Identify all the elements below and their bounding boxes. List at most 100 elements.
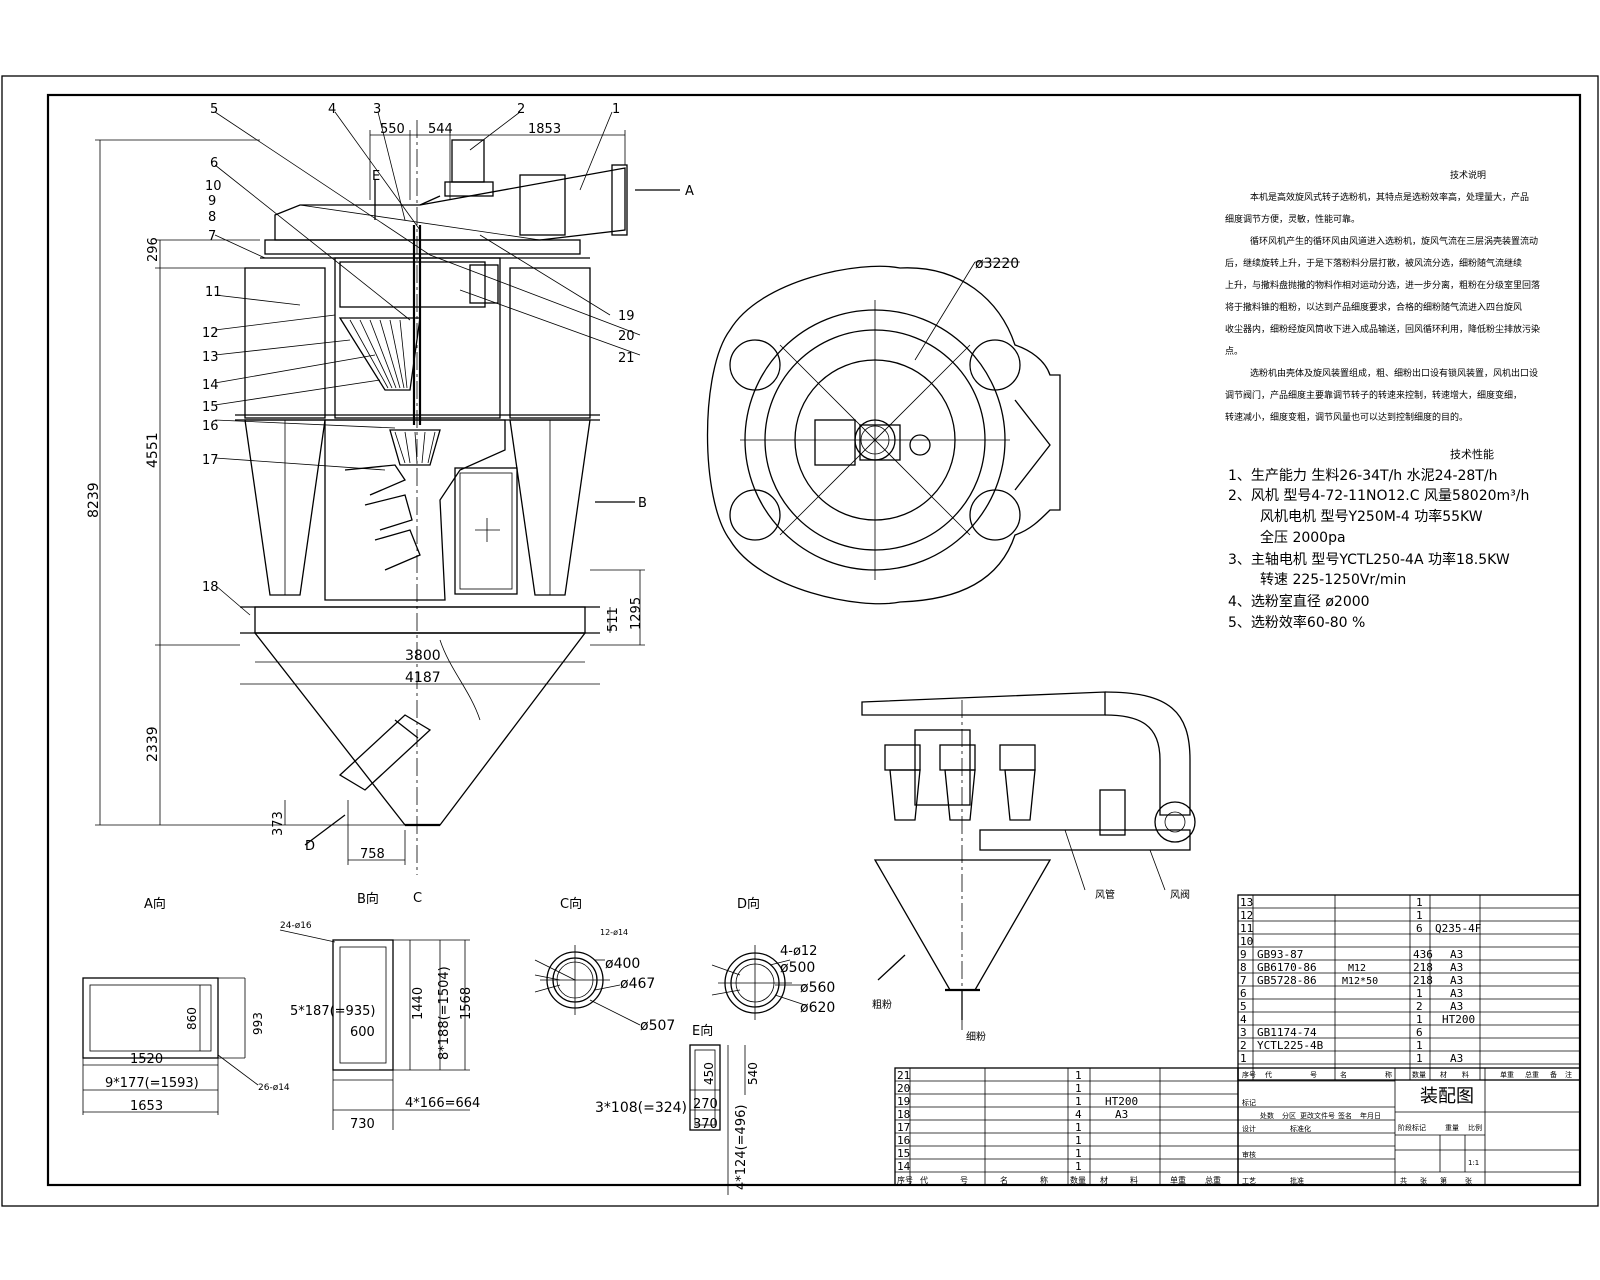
view-c-dim-507: ø507 xyxy=(640,1018,675,1034)
system-label-air-valve: 风阀 xyxy=(1170,888,1190,901)
tech-desc-line-3: 循环风机产生的循环风由风道进入选粉机，旋风气流在三层涡壳装置流动 xyxy=(1250,235,1538,247)
row-9-material: A3 xyxy=(1450,948,1463,961)
view-a-label: A向 xyxy=(144,896,166,912)
row-14-no: 14 xyxy=(897,1160,911,1173)
title-row-zone: 分区 xyxy=(1282,1111,1296,1120)
view-e-label: E向 xyxy=(692,1023,713,1039)
row-15-qty: 1 xyxy=(1075,1147,1082,1160)
row-14-qty: 1 xyxy=(1075,1160,1082,1173)
tech-desc-line-7: 收尘器内，细粉经旋风筒收下进入成品输送，回风循环利用，降低粉尘排放污染 xyxy=(1225,323,1540,335)
title-stage-mark: 阶段标记 xyxy=(1398,1123,1426,1132)
view-d: D向 4-ø12 ø500 ø560 ø620 xyxy=(711,896,835,1020)
part-label-20: 20 xyxy=(618,329,635,344)
view-e-dim-270: 270 xyxy=(693,1097,718,1112)
row-5-no: 5 xyxy=(1240,1000,1247,1013)
row-12-no: 12 xyxy=(1240,909,1253,922)
tech-spec-line-1: 1、生产能力 生料26-34T/h 水泥24-28T/h xyxy=(1228,468,1497,484)
tech-desc-line-6: 将于撒料锥的粗粉，以达到产品细度要求，合格的细粉随气流进入四台旋风 xyxy=(1225,301,1522,313)
title-sheets-b: 张 xyxy=(1465,1176,1472,1185)
title-row-approve: 批准 xyxy=(1290,1176,1304,1185)
view-a-dim-1653: 1653 xyxy=(130,1099,163,1114)
row-6-material: A3 xyxy=(1450,987,1463,1000)
view-d-label: D向 xyxy=(737,896,760,912)
dim-296: 296 xyxy=(146,237,161,262)
row-8-code: GB6170-86 xyxy=(1257,961,1317,974)
row-9-no: 9 xyxy=(1240,948,1247,961)
row-7-no: 7 xyxy=(1240,974,1247,987)
row-18-no: 18 xyxy=(897,1108,910,1121)
title-row-review: 审核 xyxy=(1242,1150,1256,1159)
section-mark-e: E xyxy=(372,169,380,184)
plan-diameter: ø3220 xyxy=(975,256,1019,272)
view-d-dim-620: ø620 xyxy=(800,1000,835,1016)
view-e-dim-540: 540 xyxy=(746,1062,760,1085)
title-weight: 重量 xyxy=(1445,1124,1459,1132)
row-7-code: GB5728-86 xyxy=(1257,974,1317,987)
view-b-dim-1568: 1568 xyxy=(459,987,474,1020)
tech-desc-line-9: 选粉机由壳体及旋风装置组成，粗、细粉出口设有锁风装置，风机出口设 xyxy=(1250,367,1538,379)
row-20-no: 20 xyxy=(897,1082,910,1095)
view-b: B向 24-ø16 5*187(=935) 600 1440 8*188(=15… xyxy=(279,891,480,1132)
part-label-13: 13 xyxy=(202,350,219,365)
dim-8239: 8239 xyxy=(86,482,102,518)
row-17-no: 17 xyxy=(897,1121,910,1134)
row-19-material: HT200 xyxy=(1105,1095,1138,1108)
row-21-no: 21 xyxy=(897,1069,910,1082)
part-label-2: 2 xyxy=(517,102,525,117)
title-row-process: 工艺 xyxy=(1242,1177,1256,1185)
plan-view: ø3220 xyxy=(706,256,1061,605)
tech-spec-line-2: 2、风机 型号4-72-11NO12.C 风量58020m³/h xyxy=(1228,488,1529,504)
tech-desc-line-4: 后，继续旋转上升，于是下落粉料分层打散，被风流分选，细粉随气流继续 xyxy=(1225,257,1522,269)
upper-header-qty: 数量 xyxy=(1412,1070,1426,1079)
title-block: 装配图 标记 处数 分区 更改文件号 签名 年月日 设计 审核 工艺 标准化 批… xyxy=(1237,1067,1581,1186)
view-b-dim-5x187: 5*187(=935) xyxy=(290,1004,375,1019)
part-label-21: 21 xyxy=(618,351,635,366)
row-3-no: 3 xyxy=(1240,1026,1247,1039)
tech-spec-line-8: 5、选粉效率60-80 % xyxy=(1228,614,1365,631)
row-11-no: 11 xyxy=(1240,922,1253,935)
row-19-qty: 1 xyxy=(1075,1095,1082,1108)
drawing-title: 装配图 xyxy=(1420,1086,1474,1107)
view-e: E向 450 540 270 370 3*108(=324) 4*124(=49… xyxy=(595,1023,760,1195)
inner-frame xyxy=(46,93,1582,1187)
row-4-material: HT200 xyxy=(1442,1013,1475,1026)
row-3-qty: 6 xyxy=(1416,1026,1423,1039)
dim-2339: 2339 xyxy=(145,726,161,762)
row-1-qty: 1 xyxy=(1416,1052,1423,1065)
title-sheets-a: 张 xyxy=(1420,1176,1427,1185)
part-label-4: 4 xyxy=(328,102,336,117)
system-label-coarse: 粗粉 xyxy=(872,998,892,1011)
view-e-dim-4x124: 4*124(=496) xyxy=(734,1105,749,1190)
part-label-7: 7 xyxy=(208,229,216,244)
part-label-1: 1 xyxy=(612,102,620,117)
row-7-name: M12*50 xyxy=(1342,976,1378,987)
upper-header-name-a: 名 xyxy=(1340,1070,1347,1079)
view-a-dim-860: 860 xyxy=(185,1007,199,1030)
system-label-fine: 细粉 xyxy=(966,1030,986,1043)
row-13-no: 13 xyxy=(1240,896,1253,909)
tech-desc-line-11: 转速减小，细度变粗，调节风量也可以达到控制细度的目的。 xyxy=(1225,411,1468,423)
dim-top-550: 550 xyxy=(380,122,405,137)
main-elevation-view xyxy=(95,111,680,875)
view-d-dim-500: ø500 xyxy=(780,960,815,976)
view-b-dim-730: 730 xyxy=(350,1117,375,1132)
view-e-dim-450: 450 xyxy=(702,1062,716,1085)
tech-desc-line-5: 上升，与撒料盘抛撒的物料作相对运动分选，进一步分离，粗粉在分级室里回落 xyxy=(1225,279,1540,291)
parts-table-lower: 21 1 20 1 19 1 HT200 18 4 A3 17 1 16 1 1… xyxy=(894,1067,1239,1186)
row-3-code: GB1174-74 xyxy=(1257,1026,1317,1039)
section-mark-a: A xyxy=(685,184,694,199)
row-11-qty: 6 xyxy=(1416,922,1423,935)
section-mark-b: B xyxy=(638,496,647,511)
part-label-12: 12 xyxy=(202,326,219,341)
tech-desc-line-8: 点。 xyxy=(1225,346,1243,357)
row-18-qty: 4 xyxy=(1075,1108,1082,1121)
section-mark-c: C xyxy=(413,891,422,906)
upper-header-remark-b: 注 xyxy=(1565,1070,1572,1079)
view-b-dim-1440: 1440 xyxy=(411,987,426,1020)
tech-spec-line-5: 3、主轴电机 型号YCTL250-4A 功率18.5KW xyxy=(1228,551,1510,568)
tech-spec-line-7: 4、选粉室直径 ø2000 xyxy=(1228,593,1370,610)
part-label-6: 6 xyxy=(210,156,218,171)
row-13-qty: 1 xyxy=(1416,896,1423,909)
row-2-qty: 1 xyxy=(1416,1039,1423,1052)
